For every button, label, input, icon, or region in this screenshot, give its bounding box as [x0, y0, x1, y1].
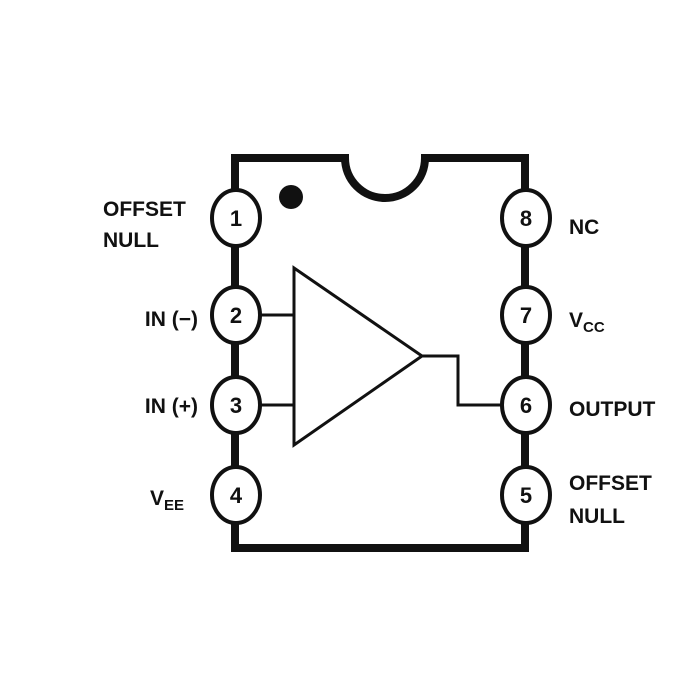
pin-5-number: 5 [520, 483, 532, 508]
pin-1-label-line2: NULL [103, 229, 159, 252]
pin-2: 2 [210, 285, 262, 345]
pin-4-label-sub: EE [164, 497, 184, 514]
pin-6-label: OUTPUT [569, 398, 656, 421]
pin-8-label: NC [569, 216, 599, 239]
pin-1: 1 [210, 188, 262, 248]
pin-8: 8 [500, 188, 552, 248]
pin-1-number: 1 [230, 206, 242, 231]
pin-4-number: 4 [230, 483, 243, 508]
pin-6-number: 6 [520, 393, 532, 418]
ic-package-outline [231, 154, 529, 552]
pin-7-label-sub: CC [583, 319, 605, 336]
pin-4: 4 [210, 465, 262, 525]
pin-1-label-line1: OFFSET [103, 198, 186, 221]
pin-8-number: 8 [520, 206, 532, 231]
pin-7-label-main: V [569, 309, 583, 332]
wire-output [422, 354, 503, 407]
pin-5: 5 [500, 465, 552, 525]
pin-3-label: IN (+) [145, 395, 198, 418]
pin-2-number: 2 [230, 303, 242, 328]
pin-7-number: 7 [520, 303, 532, 328]
pin-6: 6 [500, 375, 552, 435]
pin-3-number: 3 [230, 393, 242, 418]
pin-5-label-line2: NULL [569, 505, 625, 528]
pin-4-label-main: V [150, 487, 164, 510]
pin-5-label-line1: OFFSET [569, 472, 652, 495]
pin-4-label: VEE [150, 487, 184, 514]
pin-2-label: IN (−) [145, 308, 198, 331]
pin1-indicator-dot [279, 185, 303, 209]
pin-7-label: VCC [569, 309, 605, 336]
pin-3: 3 [210, 375, 262, 435]
pin-7: 7 [500, 285, 552, 345]
op-amp-triangle [292, 265, 425, 448]
